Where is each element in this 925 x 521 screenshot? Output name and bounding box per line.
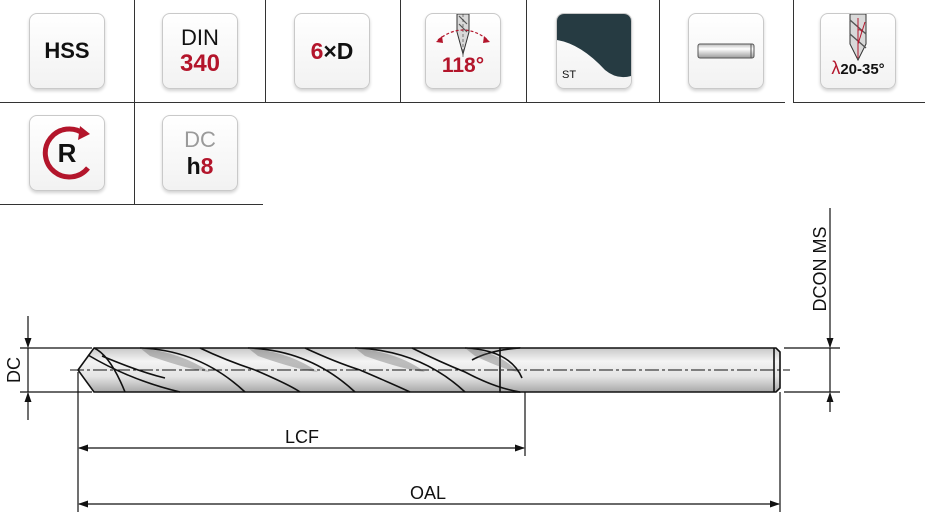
row-divider-top [0, 102, 785, 103]
cutting-direction-tile: R [29, 115, 105, 191]
column-divider [793, 0, 794, 102]
row-divider-bottom [0, 204, 263, 205]
standard-number: 340 [179, 50, 221, 77]
material-label: HSS [44, 38, 90, 63]
helix-angle-tile: λ 20-35° [820, 13, 896, 89]
tolerance-tile: DC h 8 [162, 115, 238, 191]
cylindrical-shank-icon [697, 43, 755, 59]
column-divider [400, 0, 401, 102]
surface-swatch-icon [557, 14, 631, 78]
cutting-direction-letter: R [57, 137, 77, 168]
column-divider [134, 0, 135, 204]
oal-dimension-label: OAL [410, 483, 446, 503]
dcon-dimension-label: DCON MS [810, 227, 830, 312]
standard-tile: DIN 340 [162, 13, 238, 89]
point-angle-tile: 118° [425, 13, 501, 89]
tolerance-label: DC [184, 127, 216, 152]
surface-tile: ST [556, 13, 632, 89]
helix-symbol: λ [831, 58, 841, 78]
length-ratio-tile: 6 ×D [294, 13, 370, 89]
rotation-arrow-icon [42, 126, 90, 180]
tolerance-number: 8 [200, 153, 214, 179]
surface-label: ST [562, 69, 577, 81]
point-angle-value: 118° [441, 54, 485, 77]
material-tile: HSS [29, 13, 105, 89]
column-divider [265, 0, 266, 102]
standard-label: DIN [181, 25, 219, 50]
row-divider-top-right [793, 102, 925, 103]
column-divider [526, 0, 527, 102]
length-ratio-suffix: ×D [323, 37, 354, 64]
helix-drill-icon [849, 14, 867, 62]
tolerance-letter: h [186, 153, 201, 179]
dc-dimension-label: DC [4, 357, 24, 383]
drill-point-icon [436, 14, 490, 58]
column-divider [659, 0, 660, 102]
helix-range: 20-35° [840, 61, 885, 78]
lcf-dimension-label: LCF [285, 427, 319, 447]
shank-tile [688, 13, 764, 89]
extension-lines [20, 347, 840, 512]
length-ratio-number: 6 [310, 37, 324, 64]
